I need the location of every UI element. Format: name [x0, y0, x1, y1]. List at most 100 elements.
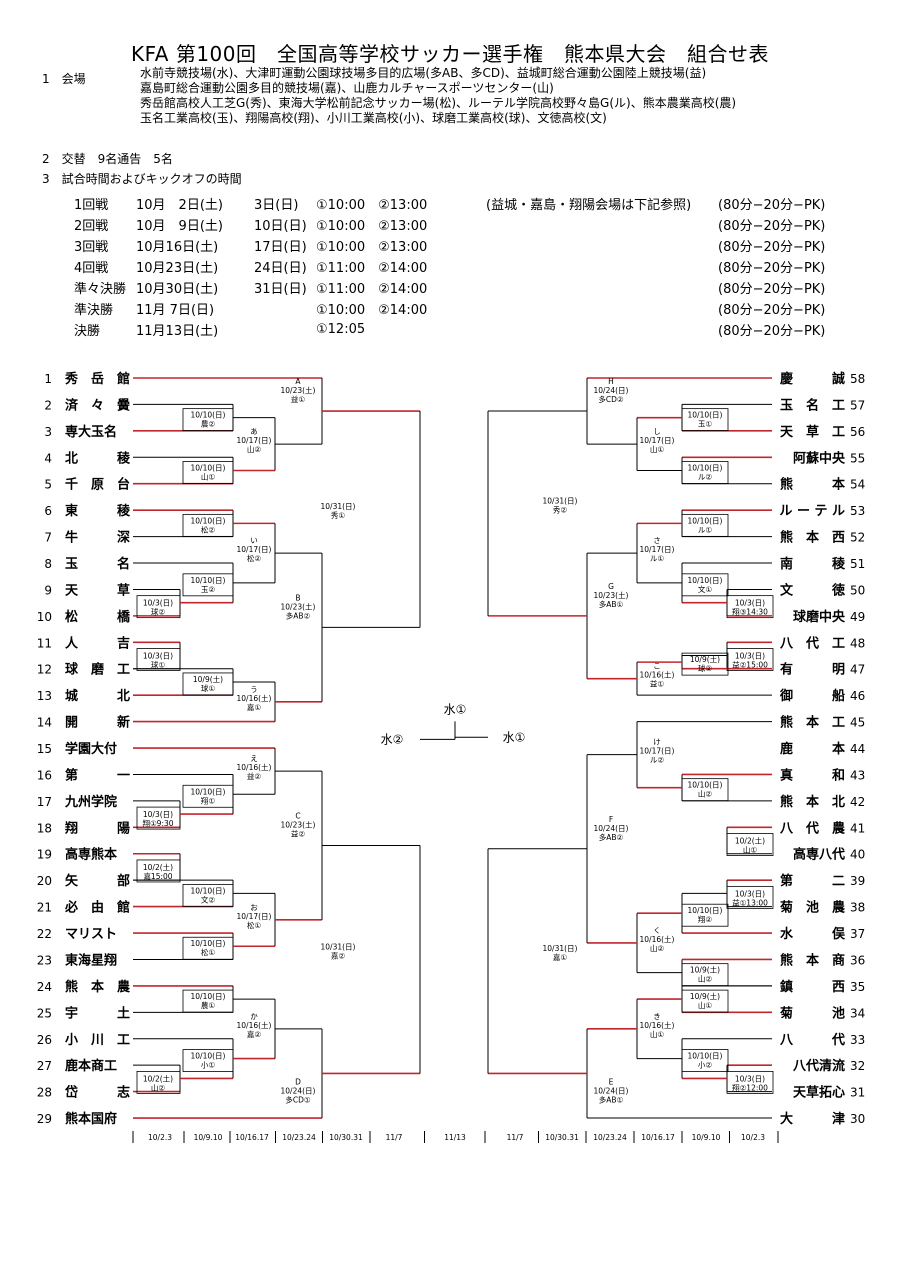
team-number: 1: [44, 372, 52, 386]
team-number: 39: [850, 874, 865, 888]
venue-line-2: 嘉島町総合運動公園多目的競技場(嘉)、山鹿カルチャースポーツセンター(山): [140, 81, 554, 95]
match-label: 10/3(日): [143, 652, 173, 661]
match-label: 10/16(土): [640, 1020, 675, 1030]
match-label: C: [295, 811, 300, 820]
team-name: 玉 名: [65, 556, 130, 572]
match-label: 山②: [650, 943, 664, 953]
match-box: [182, 883, 234, 907]
match-label: い: [250, 536, 258, 545]
team-number: 33: [850, 1033, 865, 1047]
schedule-date2: [254, 298, 316, 319]
match-label: 10/31(日): [543, 496, 578, 505]
team-name: ル ー テ ル: [779, 504, 845, 519]
schedule-round: 準決勝: [74, 303, 114, 318]
team-name: 宇 土: [65, 1005, 130, 1021]
match-label: お: [250, 903, 258, 912]
match-label: 翔②: [698, 914, 712, 924]
team-number: 9: [44, 583, 52, 597]
match-label: ル②: [698, 473, 712, 482]
schedule-round: 2回戦: [74, 219, 109, 234]
team-number: 7: [44, 531, 52, 545]
match-label: 10/9(土): [690, 991, 720, 1001]
schedule-note: [486, 214, 718, 235]
team-name: 千 原 台: [65, 477, 130, 493]
round-date: 10/2.3: [148, 1133, 172, 1142]
match-label: 球②: [698, 663, 712, 673]
match-label: 10/3(日): [735, 652, 765, 661]
match-label: あ: [250, 427, 258, 436]
match-label: E: [609, 1077, 614, 1086]
match-label: 益①13:00: [732, 897, 768, 907]
team-number: 48: [850, 636, 865, 650]
schedule-date1: 10月 2日(土): [136, 198, 223, 213]
schedule-times: ①11:00 ②14:00: [316, 282, 428, 297]
match-label: 10/10(日): [191, 886, 226, 895]
match-label: 10/10(日): [688, 1052, 723, 1061]
team-number: 34: [850, 1006, 865, 1020]
round-date: 10/2.3: [741, 1133, 765, 1142]
team-name: 第 二: [780, 873, 845, 889]
match-label: 松②: [247, 553, 261, 563]
team-number: 27: [37, 1059, 52, 1073]
match-label: 10/17(日): [640, 436, 675, 445]
schedule-note: [486, 298, 718, 319]
match-label: 10/17(日): [237, 545, 272, 554]
match-label: 10/3(日): [735, 1074, 765, 1083]
team-number: 22: [37, 927, 52, 941]
venue-line-1: 水前寺競技場(水)、大津町運動公園球技場多目的広場(多AB、多CD)、益城町総合…: [140, 66, 707, 80]
schedule-heading: 3 試合時間およびキックオフの時間: [42, 172, 242, 186]
team-name: 牛 深: [65, 530, 130, 546]
team-name: 小 川 工: [65, 1033, 130, 1048]
match-box: [681, 652, 729, 676]
team-name: 球磨中央: [793, 609, 846, 625]
match-label: 10/16(土): [237, 693, 272, 703]
match-label: 嘉②: [331, 950, 345, 960]
team-number: 25: [37, 1006, 52, 1020]
team-number: 17: [37, 795, 52, 809]
match-label: 10/23(土): [594, 590, 629, 600]
match-label: 球①: [201, 683, 215, 693]
match-label: B: [295, 593, 300, 602]
match-label: 10/3(日): [735, 599, 765, 608]
match-label: 10/10(日): [191, 992, 226, 1001]
match-label: 10/16(土): [640, 934, 675, 944]
match-box: [136, 648, 181, 671]
match-label: 10/24(日): [594, 1086, 629, 1095]
schedule-date2: 31日(日): [254, 282, 307, 297]
match-label: 10/10(日): [191, 787, 226, 796]
team-number: 6: [44, 504, 52, 518]
schedule-format: (80分−20分−PK): [718, 261, 826, 276]
match-label: 多CD①: [285, 1094, 311, 1104]
team-name: 九州学院: [64, 794, 117, 810]
schedule-round: 準々決勝: [74, 282, 127, 297]
team-name: 学園大付: [65, 741, 117, 757]
match-label: G: [608, 582, 614, 591]
match-label: う: [250, 685, 258, 694]
match-label: 多AB②: [286, 610, 311, 620]
match-label: か: [250, 1012, 258, 1021]
team-name: 熊本国府: [65, 1111, 117, 1127]
round-date: 11/7: [386, 1133, 403, 1142]
match-label: 球②: [151, 607, 165, 617]
match-label: 益②: [291, 828, 305, 838]
match-label: 翔③14:30: [732, 607, 768, 617]
match-label: こ: [653, 662, 661, 671]
match-box: [681, 513, 729, 537]
match-box: [136, 859, 181, 883]
team-number: 37: [850, 927, 865, 941]
match-label: 多AB①: [599, 1094, 624, 1104]
match-box: [681, 989, 729, 1013]
team-name: 高専八代: [793, 847, 845, 863]
match-label: 嘉15:00: [143, 871, 172, 881]
match-label: 翔①9:30: [142, 818, 173, 828]
match-box: [136, 1070, 181, 1094]
match-label: 山②: [698, 974, 712, 984]
team-number: 30: [850, 1112, 865, 1126]
team-name: マリスト: [65, 927, 117, 942]
schedule-times: ①10:00 ②13:00: [316, 219, 428, 234]
match-label: D: [295, 1077, 301, 1086]
